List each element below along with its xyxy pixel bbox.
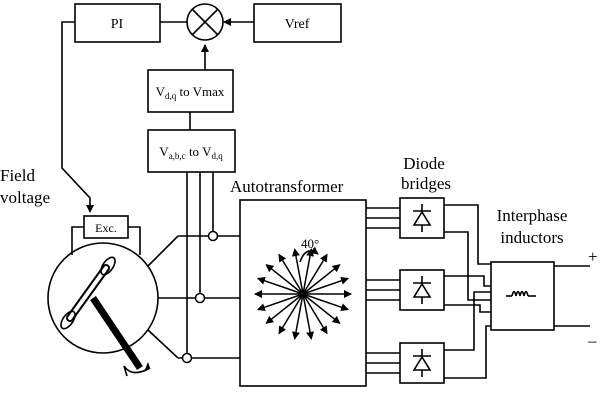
vdq-to-vmax-label: Vd,q to Vmax (156, 84, 225, 101)
diode-bridges (366, 197, 445, 384)
phasor-arrow (302, 293, 328, 335)
vabc-to-vdq-block: Va,b,c to Vd,q (147, 129, 236, 173)
pi-to-exc-line (61, 21, 94, 213)
minus-terminal: – (587, 331, 597, 350)
pi-block: PI (74, 3, 161, 43)
autotransformer-block: 40° (239, 199, 367, 387)
vdq-to-vmax-block: Vd,q to Vmax (147, 69, 234, 113)
phasor-arrow (302, 293, 350, 312)
phasor-arrow (302, 264, 341, 295)
interphase-inductor-block (490, 261, 555, 331)
bridge-output-wire (444, 275, 491, 287)
vref-label: Vref (285, 17, 310, 32)
bridge-output-wire (444, 291, 491, 351)
gen-phase-c-lead (147, 329, 179, 359)
bridges-label: bridges (401, 174, 451, 193)
angle-label: 40° (301, 236, 319, 251)
voltage-label: voltage (0, 188, 50, 207)
interphase-label: Interphase (497, 206, 568, 225)
generator (47, 242, 159, 377)
phasor-arrow (278, 253, 304, 295)
phasor-arrow (302, 253, 328, 295)
vabc-to-vdq-label: Va,b,c to Vd,q (159, 144, 223, 161)
exc-left-lead (71, 226, 84, 255)
phasor-arrow (292, 248, 304, 295)
voltage-taps (181, 172, 219, 364)
autotransformer-label: Autotransformer (230, 177, 344, 196)
bridge-output-wire (444, 304, 491, 313)
plus-terminal: + (588, 247, 598, 266)
phasor-arrow (292, 293, 304, 340)
field-label: Field (0, 166, 35, 185)
phasor-arrow (278, 293, 304, 335)
summing-junction (186, 3, 224, 41)
exc-right-lead (128, 226, 141, 255)
bridge-to-inductor-wiring (444, 204, 491, 379)
phasor-arrow (256, 276, 304, 295)
exc-label: Exc. (95, 221, 117, 235)
gen-phase-a-lead (147, 235, 179, 267)
bridge-output-wire (444, 325, 491, 379)
vref-block: Vref (253, 3, 342, 43)
phasor-arrow (302, 293, 314, 340)
pi-label: PI (111, 17, 124, 32)
phasor-arrow (302, 276, 350, 295)
inductors-label: inductors (500, 228, 563, 247)
phasor-arrow (265, 264, 304, 295)
phasor-arrow (256, 293, 304, 312)
exciter-block: Exc. (83, 215, 129, 239)
phasor-arrow (302, 248, 314, 295)
diode-label: Diode (403, 154, 445, 173)
bridge-output-wire (444, 204, 491, 265)
phasor-arrow (265, 293, 304, 324)
phasor-arrow (302, 293, 341, 324)
bridge-output-wire (444, 231, 491, 301)
